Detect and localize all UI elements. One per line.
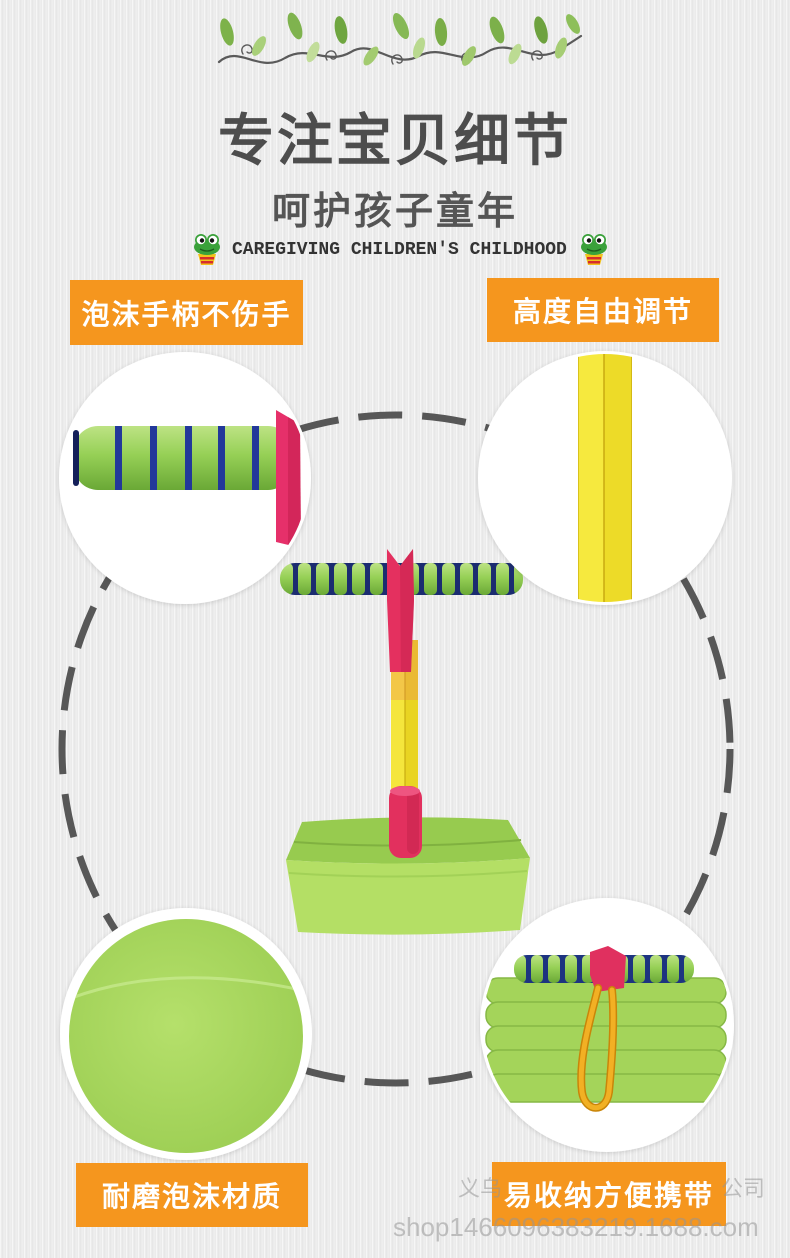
watermark-company-start: 义乌	[458, 1176, 503, 1201]
page-subtitle: 呵护孩子童年	[271, 191, 518, 233]
feature-label-text: 泡沫手柄不伤手	[81, 298, 292, 330]
foam-handle-closeup	[59, 352, 311, 604]
feature-label-text: 耐磨泡沫材质	[101, 1181, 282, 1212]
frog-icon	[581, 234, 607, 265]
pole-sleeve	[389, 786, 422, 858]
feature-label-text: 易收纳方便携带	[503, 1180, 714, 1211]
feature-label-height-adjust: 高度自由调节	[487, 278, 719, 342]
page-title: 专注宝贝细节	[218, 109, 572, 172]
vine-icon	[217, 12, 583, 66]
foam-texture-closeup	[60, 908, 312, 1160]
feature-label-portable: 易收纳方便携带	[492, 1162, 726, 1226]
feature-label-text: 高度自由调节	[512, 296, 693, 327]
tagline: CAREGIVING CHILDREN'S CHILDHOOD	[232, 240, 567, 260]
dashed-ring	[58, 411, 734, 1087]
folded-product-closeup	[480, 898, 734, 1152]
watermark-company-end: 公司	[721, 1176, 766, 1201]
feature-label-foam-handle: 泡沫手柄不伤手	[70, 280, 303, 345]
frog-icon	[194, 234, 220, 265]
feature-label-wear-resistant: 耐磨泡沫材质	[76, 1163, 308, 1227]
pogo-jumper-icon	[280, 549, 530, 935]
handle-stem	[387, 549, 414, 672]
watermark-shop-url: shop1466096383219.1688.com	[393, 1212, 759, 1242]
pole-closeup	[478, 351, 732, 605]
folded-foam-base	[485, 977, 727, 1103]
